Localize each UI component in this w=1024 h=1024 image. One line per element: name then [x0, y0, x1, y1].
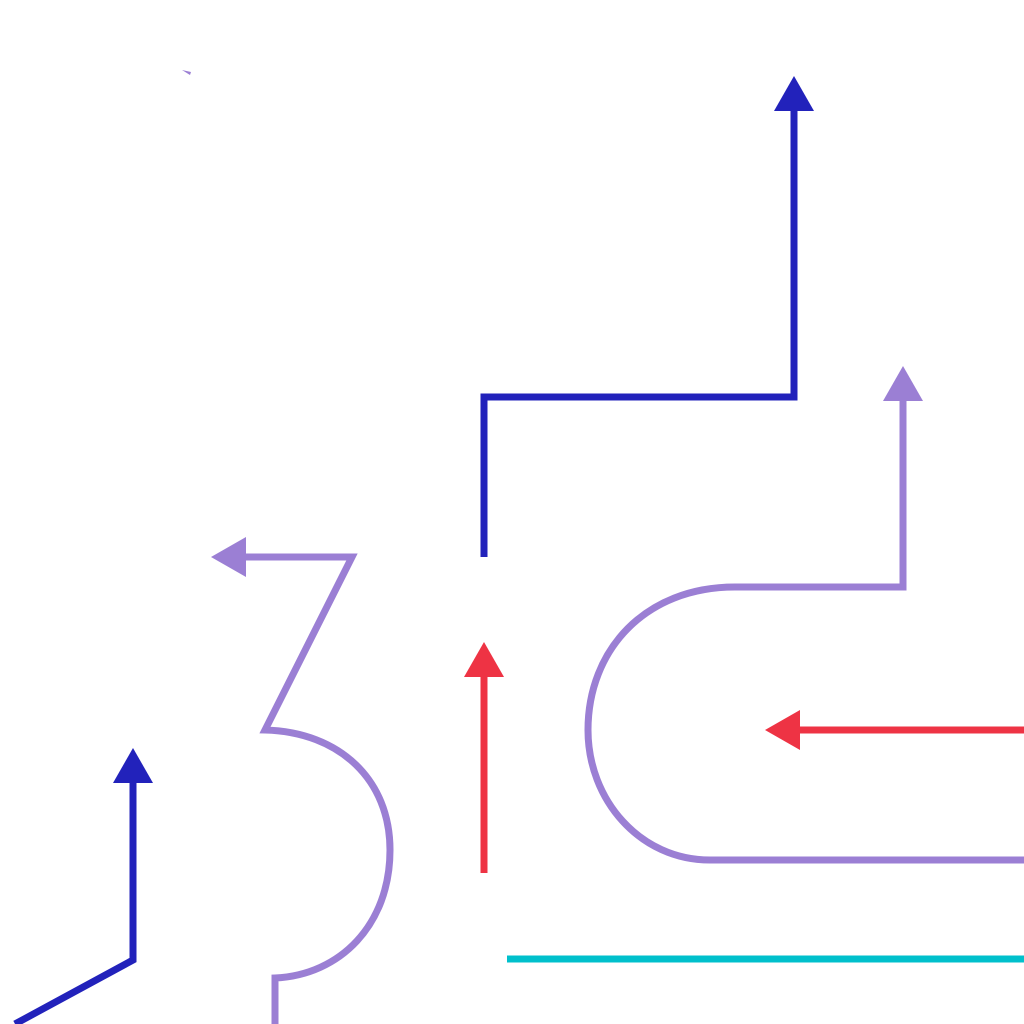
blue-corner-arrowhead — [113, 748, 153, 783]
blue-step-arrow-line — [480, 108, 798, 557]
blue-step-arrowhead — [774, 76, 814, 111]
purple-three-arrowhead — [211, 537, 246, 577]
blue-corner-arrow-line — [13, 780, 137, 1024]
purple-fragment — [182, 70, 191, 75]
red-vertical-arrowhead — [464, 642, 504, 677]
purple-loop-arrow-line — [584, 398, 1024, 864]
red-horizontal-arrowhead — [765, 710, 800, 750]
purple-three-arrow-line — [244, 553, 394, 1024]
purple-loop-arrowhead — [883, 366, 923, 401]
